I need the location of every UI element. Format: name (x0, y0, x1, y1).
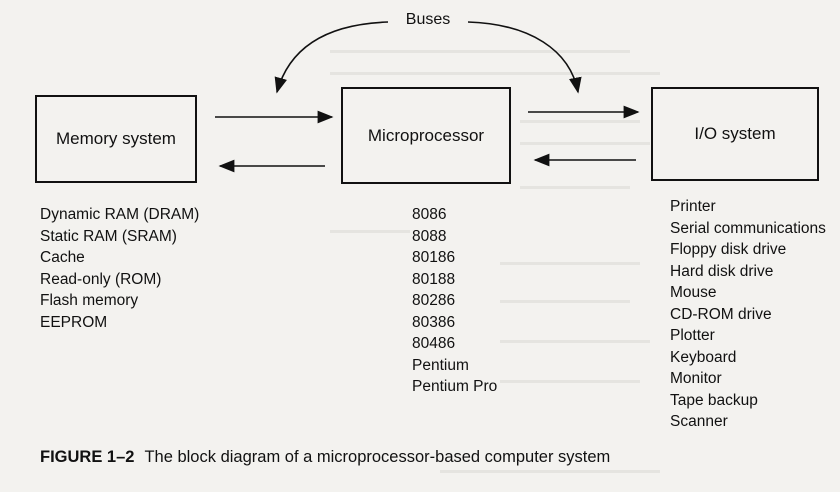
list-item: Monitor (670, 370, 722, 387)
list-item: Keyboard (670, 348, 737, 366)
list-item: 80486 (412, 335, 456, 352)
buses-arrow-right (467, 21, 582, 94)
list-item: EEPROM (40, 313, 108, 331)
list-item: Static RAM (SRAM) (40, 227, 177, 245)
list-item: Pentium Pro (412, 378, 498, 395)
list-item: Pentium (412, 356, 469, 374)
list-item: Floppy disk drive (670, 241, 787, 258)
list-item: CD-ROM drive (670, 305, 772, 323)
list-item: 80286 (412, 292, 456, 309)
list-item: 80386 (412, 313, 456, 331)
figure-number: FIGURE 1–2 (40, 448, 135, 466)
memory-system-box: Memory system (35, 95, 197, 183)
figure-caption: FIGURE 1–2 The block diagram of a micropr… (40, 448, 610, 467)
list-item: Serial communications (670, 219, 826, 237)
list-item: 80186 (412, 249, 456, 266)
list-item: 8086 (412, 206, 447, 223)
io-devices-list: Printer Serial communications Floppy dis… (670, 196, 826, 433)
list-item: Scanner (670, 413, 728, 430)
list-item: 80188 (412, 270, 456, 288)
microprocessor-models-list: 8086 8088 80186 80188 80286 80386 80486 … (412, 204, 497, 398)
figure-caption-text: The block diagram of a microprocessor-ba… (144, 448, 611, 466)
memory-system-title: Memory system (56, 129, 176, 148)
list-item: Read-only (ROM) (40, 270, 162, 288)
memory-types-list: Dynamic RAM (DRAM) Static RAM (SRAM) Cac… (40, 204, 199, 333)
buses-label: Buses (388, 11, 468, 29)
io-system-title: I/O system (694, 124, 776, 143)
list-item: Hard disk drive (670, 262, 774, 280)
list-item: Printer (670, 198, 716, 215)
list-item: Cache (40, 249, 85, 266)
list-item: Mouse (670, 284, 717, 301)
list-item: Flash memory (40, 292, 139, 309)
microprocessor-box: Microprocessor (341, 87, 511, 184)
list-item: Plotter (670, 327, 715, 344)
microprocessor-title: Microprocessor (367, 125, 485, 145)
list-item: Dynamic RAM (DRAM) (40, 206, 200, 223)
buses-arrow-left (274, 21, 389, 94)
list-item: Tape backup (670, 391, 758, 409)
list-item: 8088 (412, 227, 447, 245)
io-system-box: I/O system (651, 87, 819, 181)
